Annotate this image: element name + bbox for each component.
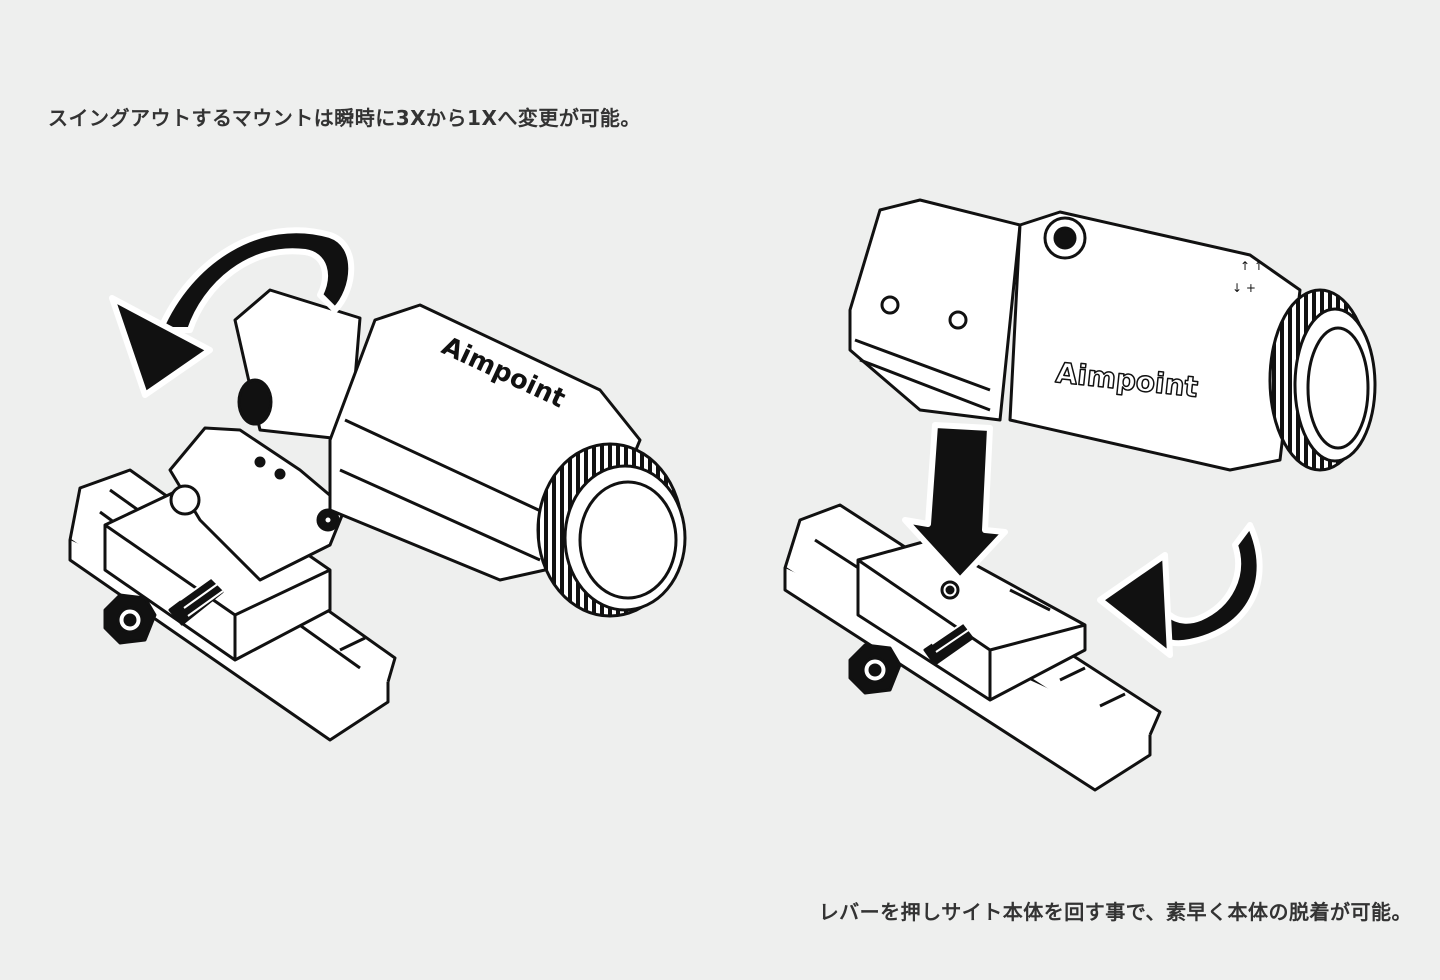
left-tension-nut xyxy=(103,593,157,645)
right-rotate-arrow-icon xyxy=(1097,522,1263,658)
left-hinge-block xyxy=(168,426,347,582)
right-sight-body: ↑ ↑ ↓ + Aimpoint xyxy=(848,198,1302,472)
right-tension-nut xyxy=(848,643,902,695)
right-illustration: ↑ ↑ ↓ + Aimpoint xyxy=(783,198,1377,792)
left-rotate-arrow-icon xyxy=(109,227,355,398)
left-release-lever xyxy=(168,574,224,626)
right-down-arrow-icon xyxy=(902,422,1008,583)
left-objective xyxy=(536,442,687,618)
right-release-lever xyxy=(923,620,974,666)
right-marking-top: ↑ ↑ xyxy=(1240,259,1264,273)
left-illustration: Aimpoint xyxy=(68,227,687,742)
caption-lever-detach: レバーを押しサイト本体を回す事で、素早く本体の脱着が可能。 xyxy=(818,900,1412,924)
right-objective xyxy=(1268,288,1377,472)
right-marking-bottom: ↓ + xyxy=(1232,281,1256,295)
caption-swing-mount: スイングアウトするマウントは瞬時に3Xから1Xへ変更が可能。 xyxy=(48,106,641,130)
